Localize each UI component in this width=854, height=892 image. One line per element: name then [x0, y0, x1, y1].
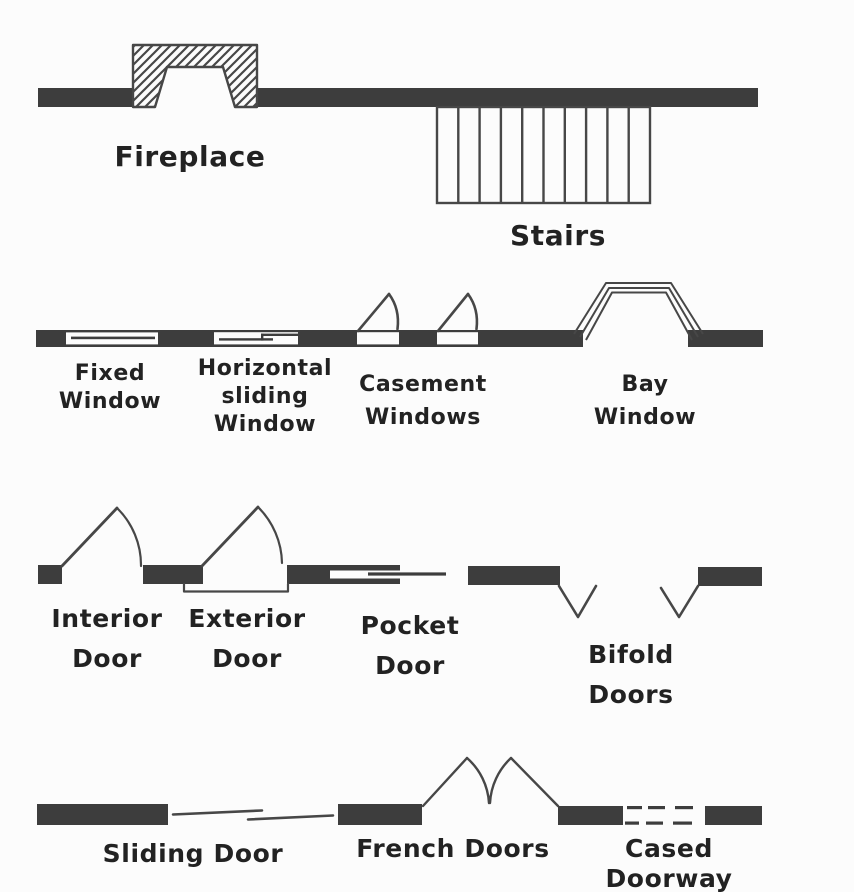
sliding-door-label: Sliding Door — [102, 839, 284, 868]
wall-row-2 — [36, 330, 763, 347]
interior-door-symbol — [60, 506, 143, 568]
french-doors-label: French Doors — [356, 834, 550, 863]
fireplace-symbol — [131, 43, 259, 109]
fireplace-label: Fireplace — [114, 140, 266, 173]
cased-doorway-symbol — [625, 806, 693, 825]
bay-window-symbol — [573, 282, 704, 341]
pocket-door-symbol — [330, 570, 446, 579]
fixed-window-label: Fixed Window — [58, 361, 162, 414]
french-doors-symbol — [421, 756, 560, 808]
casement-windows-symbol — [356, 292, 479, 347]
pocket-door-label: Pocket Door — [360, 611, 460, 680]
bifold-doors-symbol — [557, 584, 700, 619]
cased-doorway-label: Cased Doorway — [605, 834, 733, 892]
stairs-label: Stairs — [509, 219, 607, 252]
bifold-doors-label: Bifold Doors — [588, 640, 674, 709]
exterior-door-label: Exterior Door — [188, 604, 306, 673]
interior-door-label: Interior Door — [51, 604, 163, 673]
exterior-door-symbol — [182, 505, 290, 593]
wall-row-4 — [37, 804, 762, 825]
casement-windows-label: Casement Windows — [359, 372, 487, 430]
horizontal-sliding-window-label: Horizontal sliding Window — [197, 356, 333, 437]
fixed-window-symbol — [66, 330, 158, 347]
horizontal-sliding-window-symbol — [214, 330, 298, 347]
wall-row-1 — [38, 88, 758, 107]
stairs-symbol — [435, 105, 652, 205]
sliding-door-symbol — [171, 809, 335, 821]
bay-window-label: Bay Window — [593, 372, 697, 430]
